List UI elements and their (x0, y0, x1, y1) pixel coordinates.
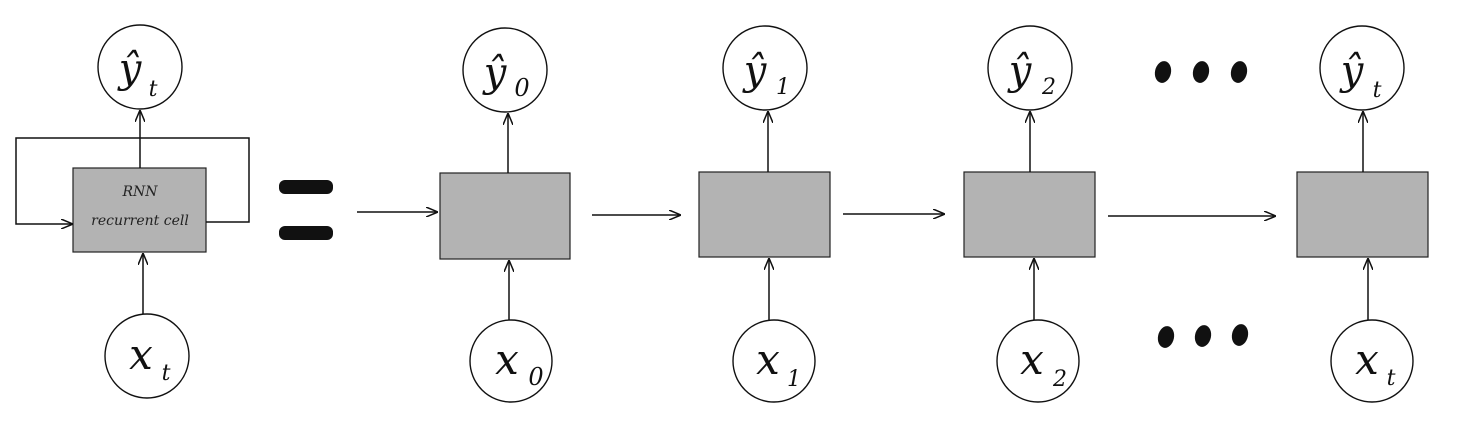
rnn-cell-1 (698, 171, 831, 258)
output-node-0 (462, 27, 548, 113)
unrolled-rnn: ŷ 0 x 0 ŷ 1 x 1 ŷ 2 (357, 25, 1429, 403)
input-symbol-2: x (1020, 335, 1044, 384)
time-step-0: ŷ 0 x 0 (439, 27, 571, 403)
time-step-1: ŷ 1 x 1 (698, 25, 831, 403)
output-symbol-1: ŷ (742, 48, 768, 94)
rnn-cell-t (1296, 171, 1429, 258)
output-symbol-2: ŷ (1007, 48, 1033, 94)
input-subscript-2: 2 (1052, 367, 1067, 392)
output-node-1 (722, 25, 808, 111)
equals-sign (279, 180, 333, 240)
folded-input-subscript: t (162, 361, 171, 386)
input-node-0 (469, 319, 553, 403)
output-node-t (1319, 25, 1405, 111)
recurrent-loop-arrow (15, 137, 250, 224)
input-symbol-t: x (1355, 335, 1379, 384)
output-symbol-t: ŷ (1339, 48, 1365, 94)
ellipsis-top (1154, 61, 1248, 83)
output-symbol-0: ŷ (482, 50, 508, 96)
input-node-t (1330, 319, 1414, 403)
input-symbol-1: x (756, 335, 780, 384)
output-subscript-0: 0 (514, 74, 529, 102)
output-subscript-2: 2 (1041, 75, 1056, 100)
output-node-2 (987, 25, 1073, 111)
folded-output-subscript: t (149, 77, 158, 102)
cell-label-line2: recurrent cell (91, 213, 189, 229)
input-node-2 (996, 319, 1080, 403)
input-subscript-t: t (1387, 366, 1396, 391)
rnn-cell-2 (963, 171, 1096, 258)
folded-rnn-cell: RNN recurrent cell (72, 167, 207, 253)
folded-output-symbol: ŷ (117, 46, 143, 92)
folded-rnn: ŷ t RNN recurrent cell x t (15, 24, 250, 399)
input-subscript-1: 1 (787, 367, 801, 392)
ellipsis-bottom (1157, 324, 1249, 348)
cell-label-line1: RNN (121, 184, 158, 200)
folded-input-node: x t (104, 313, 190, 399)
rnn-cell-0 (439, 172, 571, 260)
folded-input-symbol: x (129, 330, 153, 379)
input-symbol-0: x (495, 335, 519, 384)
input-node-1 (732, 319, 816, 403)
input-subscript-0: 0 (528, 363, 543, 391)
time-step-2: ŷ 2 x 2 (963, 25, 1096, 403)
output-subscript-1: 1 (776, 75, 790, 100)
output-subscript-t: t (1373, 78, 1382, 103)
folded-output-node: ŷ t (97, 24, 183, 110)
time-step-t: ŷ t x t (1296, 25, 1429, 403)
